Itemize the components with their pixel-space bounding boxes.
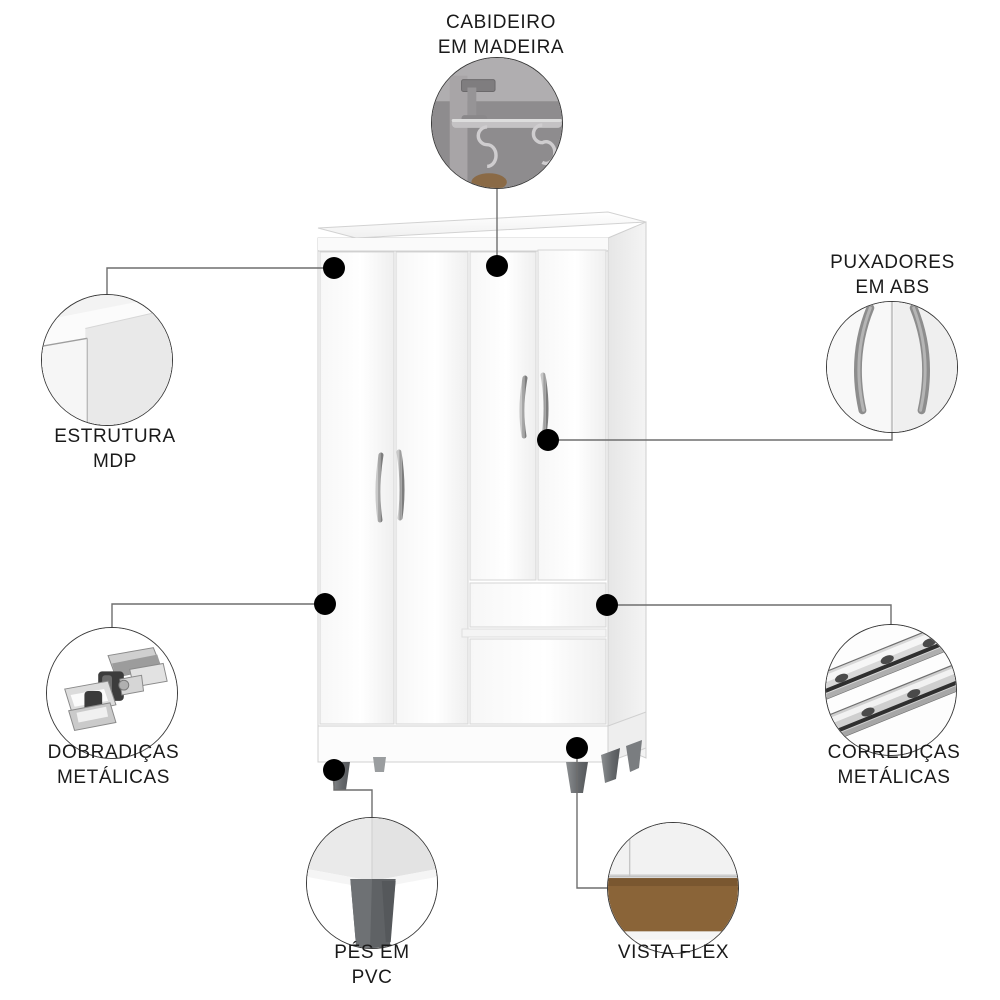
anchor-dot-pes (323, 759, 345, 781)
pvc-foot-icon (307, 818, 437, 948)
handle-door-1 (375, 452, 384, 523)
label-cabideiro: CABIDEIRO EM MADEIRA (437, 12, 565, 58)
callout-image-cabideiro (431, 57, 563, 189)
anchor-dot-dobradicas (314, 593, 336, 615)
label-corredicas: CORREDIÇAS METÁLICAS (827, 742, 961, 788)
callout-image-pes (306, 817, 438, 949)
handle-door-2 (396, 449, 405, 521)
callout-image-estrutura (41, 294, 173, 426)
handle-pair-icon (827, 302, 957, 432)
label-puxadores: PUXADORES EM ABS (830, 252, 955, 298)
connector-puxadores (548, 433, 893, 441)
label-vista-flex: VISTA FLEX (617, 942, 730, 963)
callout-image-vista-flex (607, 822, 739, 954)
wood-edge-icon (608, 823, 738, 953)
foot-back-left (373, 757, 386, 772)
label-pes-pvc: PÉS EM PVC (334, 942, 410, 988)
drawer-slide-icon (826, 625, 956, 755)
anchor-dot-estrutura (323, 257, 345, 279)
anchor-dot-vista-flex (566, 737, 588, 759)
handle-door-3 (519, 375, 528, 439)
label-dobradicas: DOBRADIÇAS METÁLICAS (47, 742, 180, 788)
connector-vista-flex (576, 748, 607, 889)
connector-dobradicas (111, 603, 325, 627)
hinge-icon (47, 628, 177, 758)
connector-lines (106, 189, 893, 889)
handle-door-4 (540, 372, 549, 437)
connector-estrutura (106, 267, 334, 294)
anchor-dot-corredicas (596, 594, 618, 616)
callout-image-puxadores (826, 301, 958, 433)
label-estrutura: ESTRUTURA MDP (54, 426, 176, 472)
anchor-dot-puxadores (537, 429, 559, 451)
clothes-rod-icon (432, 58, 562, 188)
connector-corredicas (607, 604, 892, 624)
callout-image-corredicas (825, 624, 957, 756)
anchor-dot-cabideiro (486, 255, 508, 277)
callout-image-dobradicas (46, 627, 178, 759)
anchor-dots (314, 255, 618, 781)
panel-corner-icon (42, 295, 172, 425)
wardrobe-illustration (317, 211, 647, 793)
foot-back-right (601, 748, 620, 783)
foot-back-right-2 (626, 740, 642, 772)
